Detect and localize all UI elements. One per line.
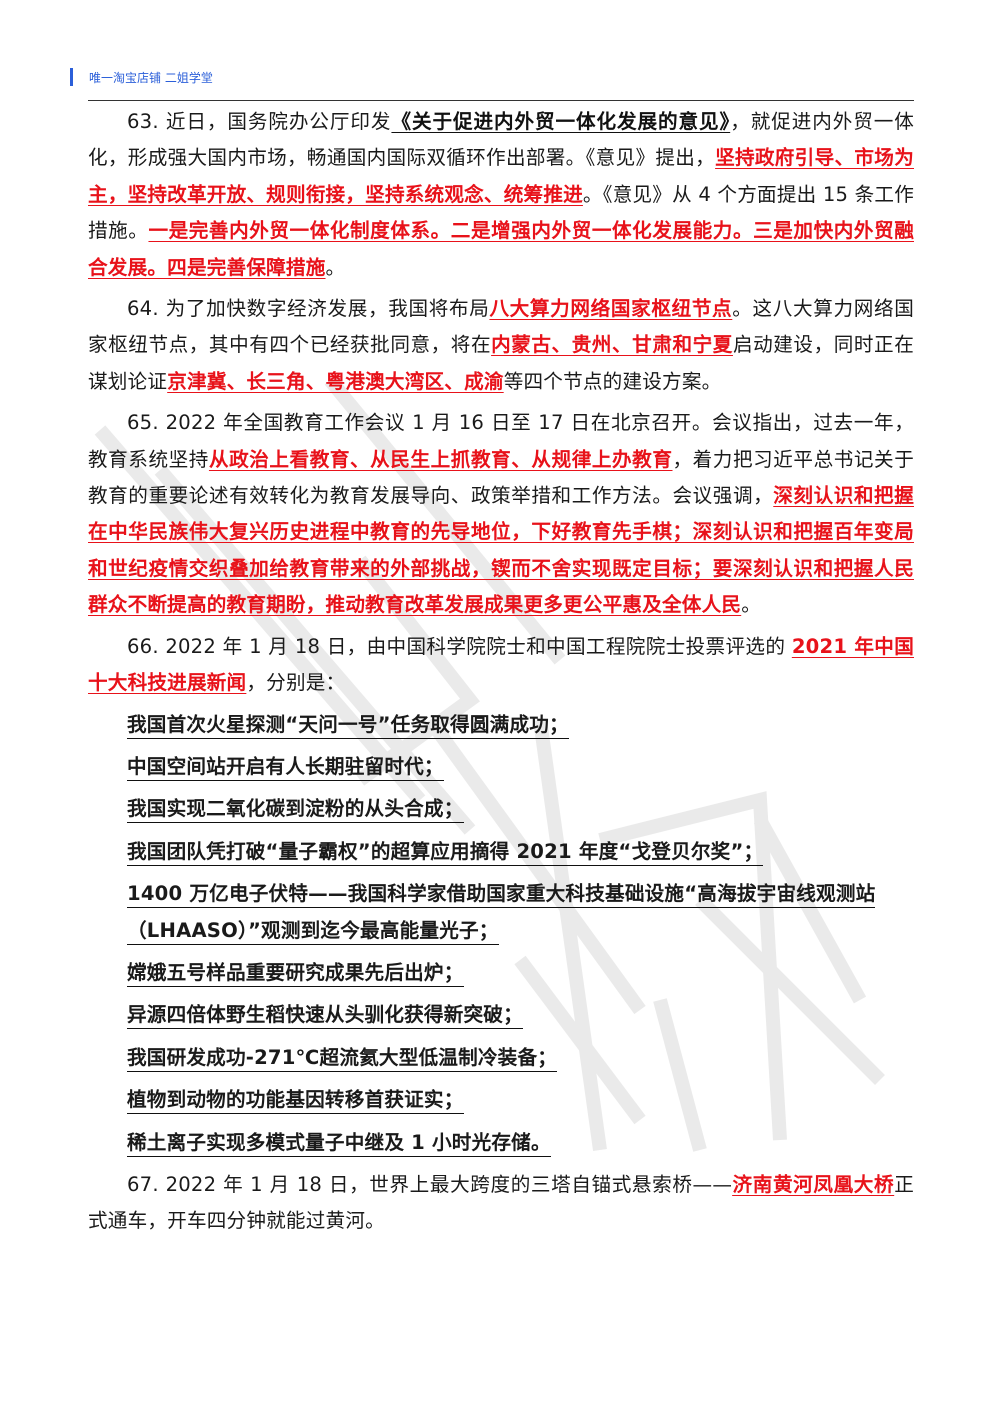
- text-run: 63. 近日，国务院办公厅印发: [127, 110, 392, 133]
- highlight-text: 坚持政府引导、市场为主，坚持改革开放、规则衔接，坚持系统观念、统筹推进: [88, 146, 914, 206]
- paragraph-67: 67. 2022 年 1 月 18 日，世界上最大跨度的三塔自锚式悬索桥——济南…: [88, 1167, 914, 1240]
- header-accent-bar: [70, 68, 73, 86]
- paragraph-66: 66. 2022 年 1 月 18 日，由中国科学院院士和中国工程院院士投票评选…: [88, 629, 914, 702]
- list-item: 我国团队凭打破“量子霸权”的超算应用摘得 2021 年度“戈登贝尔奖”；: [127, 834, 914, 870]
- list-item: 异源四倍体野生稻快速从头驯化获得新突破；: [127, 997, 914, 1033]
- list-item: 我国实现二氧化碳到淀粉的从头合成；: [127, 791, 914, 827]
- list-item-text: 我国研发成功-271℃超流氦大型低温制冷装备；: [127, 1045, 558, 1072]
- text-run: 。: [325, 255, 346, 279]
- list-item: 中国空间站开启有人长期驻留时代；: [127, 749, 914, 785]
- header-text: 唯一淘宝店铺 二姐学堂: [89, 70, 213, 85]
- list-item: 植物到动物的功能基因转移首获证实；: [127, 1082, 914, 1118]
- list-item: 1400 万亿电子伏特——我国科学家借助国家重大科技基础设施“高海拔宇宙线观测站…: [127, 876, 914, 949]
- text-run: 启动建设，同时正在谋划论证: [88, 333, 914, 393]
- highlight-text: 2021 年中国十大科技进展新闻: [88, 634, 914, 695]
- text-run: 65. 2022 年全国教育工作会议 1 月 16 日至 17 日在北京召开。会…: [88, 411, 914, 471]
- highlight-text: 深刻认识和把握在中华民族伟大复兴历史进程中教育的先导地位，下好教育先手棋；深刻认…: [88, 484, 914, 617]
- text-run: 。: [741, 593, 761, 617]
- text-run: 64. 为了加快数字经济发展，我国将布局: [127, 297, 490, 321]
- list-item-text: 中国空间站开启有人长期驻留时代；: [127, 754, 444, 781]
- header-divider: [88, 100, 914, 101]
- text-run: 正式通车，开车四分钟就能过黄河。: [88, 1172, 914, 1233]
- text-run: ，分别是：: [246, 671, 346, 695]
- text-run: ，就促进内外贸一体化，形成强大国内市场，畅通国内国际双循环作出部署。《意见》提出…: [88, 110, 915, 170]
- list-item-text: 嫦娥五号样品重要研究成果先后出炉；: [127, 960, 464, 987]
- highlight-text: 京津冀、长三角、粤港澳大湾区、成渝: [167, 369, 504, 393]
- list-item-text: 我国团队凭打破“量子霸权”的超算应用摘得 2021 年度“戈登贝尔奖”；: [127, 839, 764, 866]
- list-item-text: 植物到动物的功能基因转移首获证实；: [127, 1088, 464, 1115]
- highlight-text: 济南黄河凤凰大桥: [732, 1172, 895, 1196]
- highlight-text: 八大算力网络国家枢纽节点: [489, 297, 733, 321]
- highlight-text: 内蒙古、贵州、甘肃和宁夏: [491, 333, 733, 357]
- highlight-text: 从政治上看教育、从民生上抓教育、从规律上办教育: [208, 447, 673, 471]
- paragraph-64: 64. 为了加快数字经济发展，我国将布局八大算力网络国家枢纽节点。这八大算力网络…: [88, 291, 914, 400]
- text-run: 67. 2022 年 1 月 18 日，世界上最大跨度的三塔自锚式悬索桥——: [127, 1172, 733, 1196]
- list-item: 我国研发成功-271℃超流氦大型低温制冷装备；: [127, 1040, 914, 1076]
- text-run: ，着力把习近平总书记关于教育的重要论述有效转化为教育发展导向、政策举措和工作方法…: [88, 447, 914, 508]
- main-content: 63. 近日，国务院办公厅印发《关于促进内外贸一体化发展的意见》，就促进内外贸一…: [88, 104, 914, 1245]
- list-item: 我国首次火星探测“天问一号”任务取得圆满成功；: [127, 707, 914, 743]
- text-run: 。这八大算力网络国家枢纽节点，其中有四个已经获批同意，将在: [88, 297, 914, 357]
- list-item: 嫦娥五号样品重要研究成果先后出炉；: [127, 955, 914, 991]
- highlight-text: 一是完善内外贸一体化制度体系。二是增强内外贸一体化发展能力。三是加快内外贸融合发…: [88, 219, 914, 279]
- paragraph-63: 63. 近日，国务院办公厅印发《关于促进内外贸一体化发展的意见》，就促进内外贸一…: [88, 104, 914, 286]
- list-item-text: 异源四倍体野生稻快速从头驯化获得新突破；: [127, 1003, 523, 1030]
- policy-title: 《关于促进内外贸一体化发展的意见》: [391, 110, 731, 133]
- paragraph-65: 65. 2022 年全国教育工作会议 1 月 16 日至 17 日在北京召开。会…: [88, 405, 914, 623]
- list-item-text: 我国实现二氧化碳到淀粉的从头合成；: [127, 797, 464, 824]
- text-run: 。《意见》从 4 个方面提出 15 条工作措施。: [88, 182, 914, 243]
- tech-news-list: 我国首次火星探测“天问一号”任务取得圆满成功； 中国空间站开启有人长期驻留时代；…: [88, 707, 914, 1161]
- page-header: 唯一淘宝店铺 二姐学堂: [70, 66, 213, 88]
- list-item-text: 我国首次火星探测“天问一号”任务取得圆满成功；: [127, 712, 569, 739]
- text-run: 等四个节点的建设方案。: [503, 369, 722, 393]
- list-item-text: 1400 万亿电子伏特——我国科学家借助国家重大科技基础设施“高海拔宇宙线观测站…: [127, 882, 876, 945]
- list-item: 稀土离子实现多模式量子中继及 1 小时光存储。: [127, 1125, 914, 1161]
- text-run: 66. 2022 年 1 月 18 日，由中国科学院院士和中国工程院院士投票评选…: [127, 634, 792, 658]
- list-item-text: 稀土离子实现多模式量子中继及 1 小时光存储。: [127, 1130, 551, 1157]
